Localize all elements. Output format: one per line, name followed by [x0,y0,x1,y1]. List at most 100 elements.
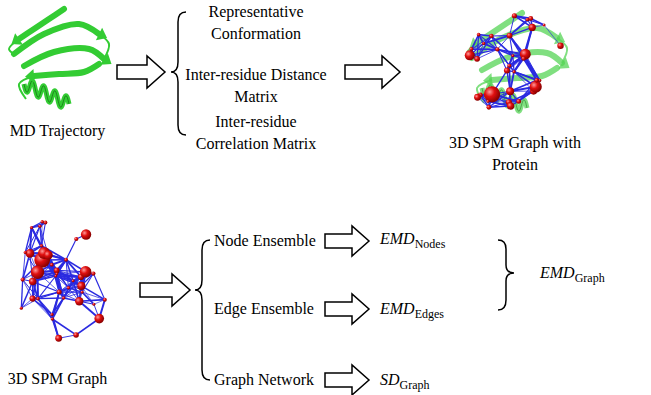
loop [9,39,19,54]
graph-edge [23,252,26,279]
left-brace [195,240,210,380]
graph-node [94,314,104,324]
graph-node [73,332,79,338]
graph-node [511,54,514,57]
graph-node [50,263,54,267]
loop [19,76,34,99]
graph-node [534,78,539,83]
caption-text: Inter-residue Distance Matrix [185,64,327,108]
graph-node [529,24,536,31]
caption-text: Graph Network [214,369,329,391]
graph-node [92,303,95,306]
block-arrow [345,56,400,88]
graph-edge [93,274,104,300]
block-arrow [325,226,369,256]
block-arrow [117,56,165,88]
protein-cartoon [9,9,111,107]
loop [557,38,567,63]
graph-node [51,317,54,320]
graph-edge [57,274,64,298]
graph-node [516,99,521,104]
graph-node [43,221,47,225]
graph-node [521,56,525,60]
braces [171,12,514,380]
caption-text: MD Trajectory [0,120,115,142]
graph-node [41,220,44,223]
graph-node [26,249,35,258]
strand [19,9,64,39]
graph-edge [33,299,53,315]
graph-edge [25,228,31,253]
graph-node [489,34,494,39]
right-brace [498,240,514,310]
graph-node [512,13,517,18]
graph-edge [479,35,498,50]
graph-node [50,313,53,316]
graph-node [31,266,44,279]
graph-node [29,296,35,302]
graph-node [55,272,58,275]
graph-edge [57,274,81,277]
graph-edge [52,260,66,265]
graph-edge [33,282,60,292]
graph-node [75,297,83,305]
strand [24,48,104,66]
graph-edge [507,59,524,71]
graph-node [62,296,65,299]
graph-node [486,105,491,110]
spm-graph [20,220,107,342]
graph-node [495,47,499,51]
graph-edge [524,59,540,81]
metric-symbol: SDGraph [380,369,490,392]
graph-node [506,87,514,95]
spm-graph-with-protein [465,13,570,111]
graph-edge [507,54,525,70]
graph-edge [544,25,560,46]
block-arrow [140,274,190,306]
caption-text: Inter-residue Correlation Matrix [185,111,327,155]
graph-node [91,271,95,275]
metric-symbol: EMDGraph [540,262,645,285]
caption-text: 3D SPM Graph [0,368,115,390]
graph-node [30,226,33,229]
graph-node [24,251,27,254]
graph-edge [471,36,491,49]
block-arrow [325,365,369,395]
graph-edge [21,282,32,309]
graph-node [482,42,485,45]
graph-node [530,81,542,93]
graph-edge [524,59,537,81]
graph-edge [32,222,43,228]
caption-text: Representative Conformation [185,1,327,45]
graph-edge [25,226,40,252]
graph-edge [66,239,76,260]
helix-edge [24,81,69,107]
graph-node [507,102,514,109]
left-brace [171,12,186,135]
graph-node [40,244,43,247]
graph-node [469,47,473,51]
graph-node [55,335,62,342]
helix [24,81,69,107]
metric-symbol: EMDNodes [380,228,490,251]
graph-node [504,68,510,74]
graph-node [77,282,85,290]
graph-edge [497,49,523,58]
graph-node [474,94,481,101]
graph-node [512,70,515,73]
graph-node [21,277,25,281]
graph-node [507,33,513,39]
graph-node [526,18,530,22]
graph-node [81,229,91,239]
hollow-arrows [117,56,400,395]
graph-node [44,250,53,259]
graph-edge [510,19,528,35]
graph-node [507,64,511,68]
graph-node [477,33,481,37]
graph-edge [484,43,498,49]
graph-edge [52,319,76,335]
graph-edge [52,292,59,314]
graph-node [80,290,83,293]
